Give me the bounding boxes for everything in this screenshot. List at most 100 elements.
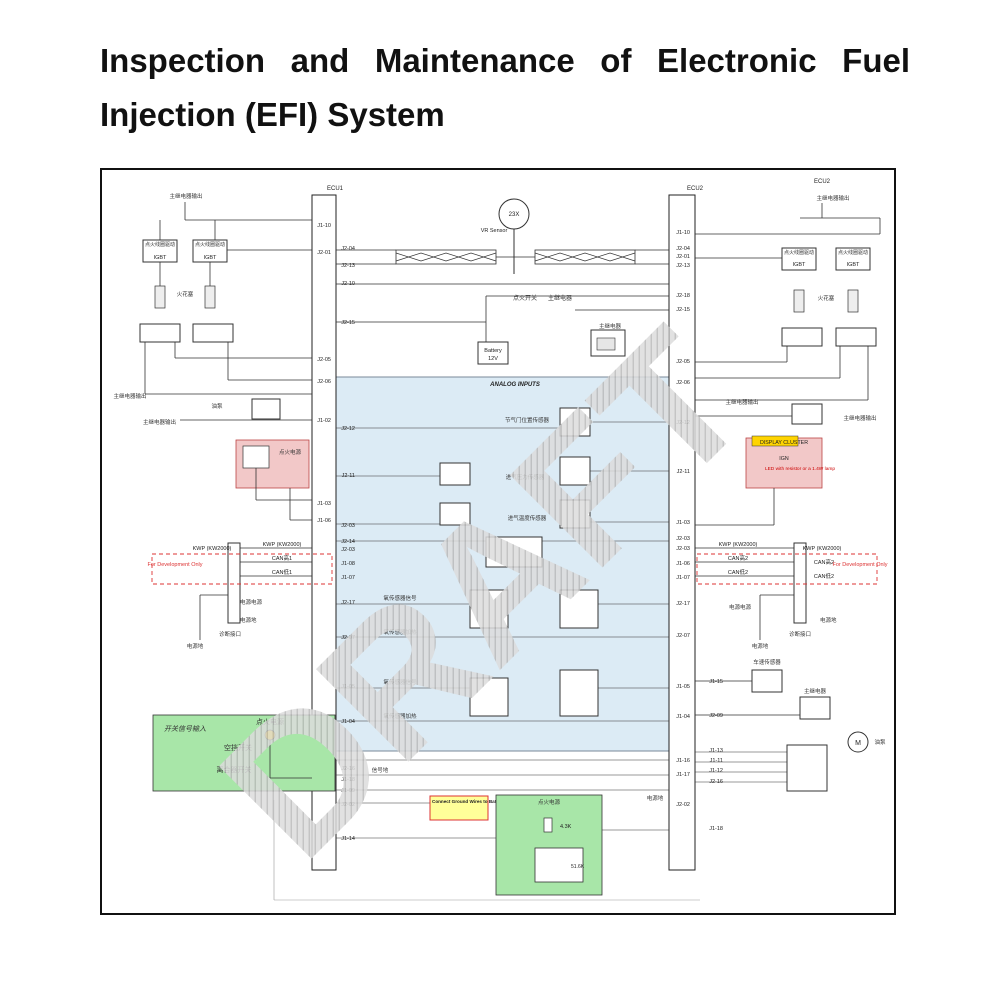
ecu2-pin: J1-05: [676, 684, 690, 690]
ecu2-pin: J2-03: [676, 536, 690, 542]
igbt-label: IGBT: [793, 262, 806, 268]
ecu1-pin: J2-14: [341, 539, 355, 545]
ecu2-pin: J1-04: [676, 714, 690, 720]
power-ground-label: 电源地: [647, 794, 664, 802]
main-relay-output-right-2: 主继电器输出: [725, 398, 758, 406]
can-l2-right: CAN低2: [728, 568, 748, 576]
ignition-coil-label: 点火线圈驱动: [145, 241, 175, 248]
dev-only-label-right: For Development Only: [832, 562, 887, 568]
fuel-pump-label-right: 油泵: [874, 738, 886, 746]
ecu1-pin: J2-06: [317, 379, 331, 385]
spark-plug-label: 火花塞: [818, 294, 835, 302]
main-relay-top-label: 主继电器: [599, 322, 622, 330]
spark-plug-icon: [847, 289, 859, 313]
battery-box: [477, 341, 509, 365]
led-note: LED with resistor or a 1.4W lamp: [765, 466, 835, 472]
igbt-label: IGBT: [847, 262, 860, 268]
ign-label: IGN: [779, 456, 789, 462]
signal-ground-label: 信号地: [372, 766, 389, 774]
ecu2-pin: J2-01: [676, 254, 690, 260]
analog-inputs-label: ANALOG INPUTS: [489, 382, 540, 388]
main-relay-output-left: 主继电器输出: [169, 192, 202, 200]
power-ground-left: 电源地: [240, 616, 257, 624]
speed-sensor-box: [751, 669, 783, 693]
spark-plug-icon: [793, 289, 805, 313]
ecu2-pin: J2-03: [676, 546, 690, 552]
throttle-sensor-label: 节气门位置传感器: [505, 416, 550, 424]
kwp-right-connector: KWP (KW2000): [803, 546, 842, 552]
ecu2-pin: J2-07: [676, 633, 690, 639]
ecu2-pin: J1-16: [676, 758, 690, 764]
ecu2-pin: J2-18: [676, 293, 690, 299]
ecu1-pin: J1-02: [317, 418, 331, 424]
ecu2-pin: J1-12: [709, 768, 723, 774]
battery-voltage: 12V: [488, 356, 498, 362]
can-h2-connector: CAN高2: [814, 558, 834, 566]
ignition-power-left: 点火电源: [279, 448, 302, 456]
dev-only-label-left: For Development Only: [147, 562, 202, 568]
ecu1-pin: J1-18: [341, 777, 355, 783]
display-cluster-label: DISPLAY CLUSTER: [760, 440, 808, 446]
ecu1-pin: J1-05: [341, 684, 355, 690]
ignition-power-switch: 点火电源: [256, 717, 284, 726]
power-ground-left-2: 电源地: [187, 642, 204, 650]
ecu2-pin: J1-15: [709, 679, 723, 685]
diagnostic-port-right: 诊断接口: [789, 630, 811, 638]
ecu1-pin: J2-01: [317, 250, 331, 256]
ecu2-pin: J2-15: [676, 307, 690, 313]
main-relay-box: [590, 329, 626, 357]
kwp-left-connector: KWP (KW2000): [193, 546, 232, 552]
can-h2-right: CAN高2: [728, 554, 748, 562]
ecu2-pin: J2-02: [676, 802, 690, 808]
idle-switch-label: 空挡开关: [224, 743, 252, 752]
ecu2-label: ECU2: [687, 186, 704, 192]
ecu1-pin: J1-03: [317, 501, 331, 507]
intake-pressure-label: 进气压力传感器: [506, 473, 545, 481]
main-relay-output-right: 主继电器输出: [816, 194, 849, 202]
o2-signal-label: 氧传感器信号: [383, 594, 417, 602]
sensor-intake-temp-right: 进气温度传感器: [508, 499, 591, 529]
sensor-intake-pressure-left: [439, 462, 471, 486]
ecu1-label: ECU1: [327, 186, 344, 192]
ecu1-pin: J1-10: [317, 223, 331, 229]
o2-signal-label-2: 氧传感器信号: [383, 678, 417, 686]
power-supply-right: 电源电源: [729, 603, 752, 611]
ecu1-pin: J2-15: [341, 320, 355, 326]
igbt-label: IGBT: [154, 255, 167, 261]
sensor-intake-temp-left: [439, 502, 471, 526]
connect-ground-note: Connect Ground Wires to Battery Ground: [432, 799, 523, 804]
kwp-right: KWP (KW2000): [719, 542, 758, 548]
battery-label: Battery: [484, 348, 502, 354]
main-relay-output-left-2: 主继电器输出: [113, 392, 146, 400]
fuel-pump-relay-right-2: [799, 696, 831, 720]
ignition-coil-block: [192, 323, 234, 343]
ecu1-pin: J2-02: [341, 802, 355, 808]
power-ground-right-2: 电源地: [752, 642, 769, 650]
main-relay-output-left-3: 主继电器输出: [143, 418, 176, 426]
ecu1-pin: J1-04: [341, 719, 355, 725]
diagnostic-connector-left: [227, 542, 241, 624]
can-h1-left: CAN高1: [272, 554, 292, 562]
clutch-switch-label: 离合器开关: [217, 765, 252, 774]
o2-heating-label: 氧传感器加热: [383, 628, 417, 636]
ecu2-pin: J2-12: [676, 420, 690, 426]
ecu1-pin: J1-07: [341, 575, 355, 581]
ecu1-pin: J1-09: [341, 788, 355, 794]
main-relay-label: 主继电器: [548, 294, 572, 302]
rpm-meter-icon: [242, 445, 270, 469]
ignition-power-bottom: 点火电源: [538, 798, 561, 806]
fuel-pump-label-left: 油泵: [211, 402, 223, 410]
ecu2-pin: J1-10: [676, 230, 690, 236]
speed-sensor-block: [534, 847, 584, 883]
main-relay-label-right: 主继电器: [804, 687, 827, 695]
ecu2-pin: J2-05: [676, 359, 690, 365]
injector-block: [786, 744, 828, 792]
ecu2-pin: J2-04: [676, 246, 690, 252]
fuel-pump-motor-icon: [847, 731, 869, 753]
ecu2-pin: J2-13: [676, 263, 690, 269]
ecu2-top-label: ECU2: [814, 179, 831, 185]
ignition-coil-label: 点火线圈驱动: [784, 249, 814, 256]
igbt-right-1: [781, 247, 817, 271]
ecu1-pin: J1-14: [341, 836, 355, 842]
display-cluster-header: [751, 435, 799, 447]
